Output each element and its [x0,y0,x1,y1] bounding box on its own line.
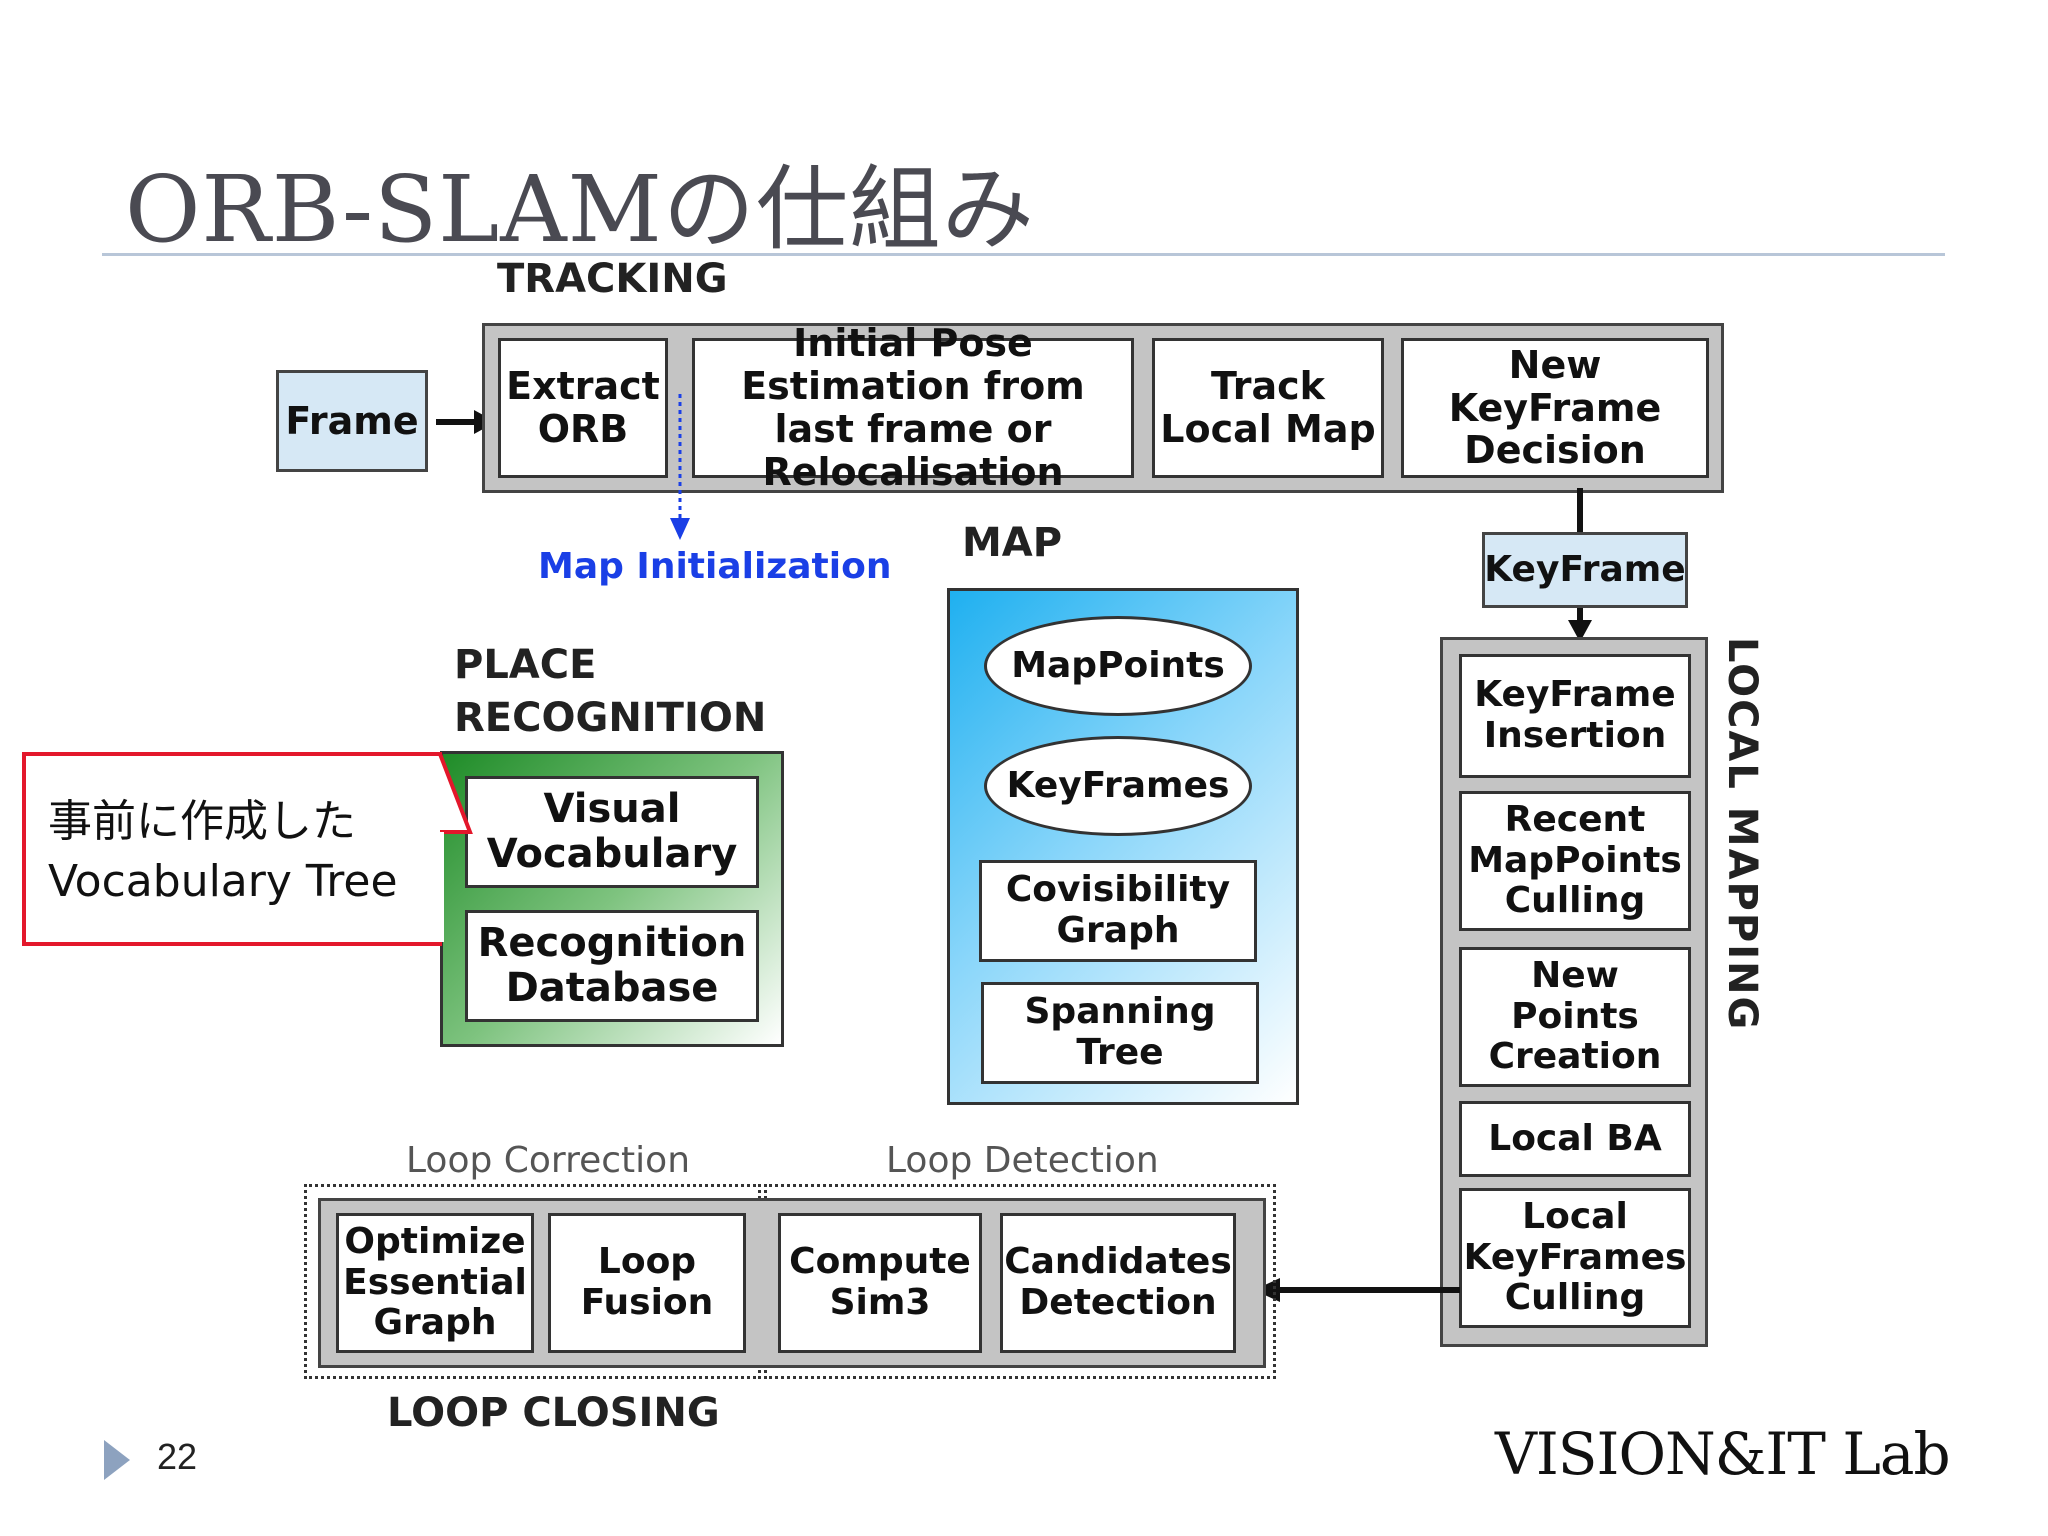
map-item-keyframes: KeyFrames [984,736,1252,836]
tracking-step-new-keyframe-decision: New KeyFrame Decision [1401,338,1709,478]
loop-correction-label: Loop Correction [406,1140,691,1181]
bullet-triangle-icon [104,1440,130,1480]
callout-line-1: 事前に作成した [48,796,356,847]
tracking-step-initial-pose: Initial Pose Estimation from last frame … [692,322,1134,493]
loop-step-candidates-detection: Candidates Detection [1000,1213,1236,1353]
local-mapping-to-loop-closing-arrow [1254,1278,1460,1302]
callout-note: 事前に作成した Vocabulary Tree [22,752,442,946]
local-mapping-step-keyframes-culling: Local KeyFrames Culling [1459,1188,1691,1328]
map-item-spanning-tree: Spanning Tree [981,982,1259,1084]
keyframe-box: KeyFrame [1482,532,1688,608]
slide-title: ORB-SLAMの仕組み [125,156,1035,263]
tracking-heading: TRACKING [497,256,728,302]
local-mapping-heading: LOCAL MAPPING [1719,637,1765,1032]
map-item-mappoints: MapPoints [984,616,1252,716]
map-initialization-label: Map Initialization [538,546,892,587]
place-recognition-heading-line2: RECOGNITION [454,695,767,741]
page-number: 22 [157,1436,198,1477]
loop-step-compute-sim3: Compute Sim3 [778,1213,982,1353]
local-mapping-step-local-ba: Local BA [1459,1101,1691,1177]
local-mapping-step-keyframe-insertion: KeyFrame Insertion [1459,654,1691,778]
local-mapping-step-new-points-creation: New Points Creation [1459,947,1691,1087]
brand-logo: VISION&IT Lab [1495,1420,1951,1488]
loop-closing-heading: LOOP CLOSING [387,1390,720,1436]
callout-line-2: Vocabulary Tree [48,856,398,907]
callout-pointer [438,753,473,942]
map-initialization-arrow [670,394,690,540]
loop-detection-label: Loop Detection [886,1140,1159,1181]
keyframe-connector [1568,488,1592,642]
place-item-visual-vocabulary: Visual Vocabulary [465,776,759,888]
loop-step-optimize-essential-graph: Optimize Essential Graph [336,1213,534,1353]
map-heading: MAP [962,520,1063,566]
place-recognition-heading-line1: PLACE [454,642,597,688]
map-item-covisibility-graph: Covisibility Graph [979,860,1257,962]
local-mapping-step-mappoints-culling: Recent MapPoints Culling [1459,791,1691,931]
title-divider [102,253,1945,256]
frame-input-box: Frame [276,370,428,472]
loop-step-loop-fusion: Loop Fusion [548,1213,746,1353]
place-item-recognition-database: Recognition Database [465,910,759,1022]
tracking-step-extract-orb: Extract ORB [498,338,668,478]
tracking-step-track-local-map: Track Local Map [1152,338,1384,478]
